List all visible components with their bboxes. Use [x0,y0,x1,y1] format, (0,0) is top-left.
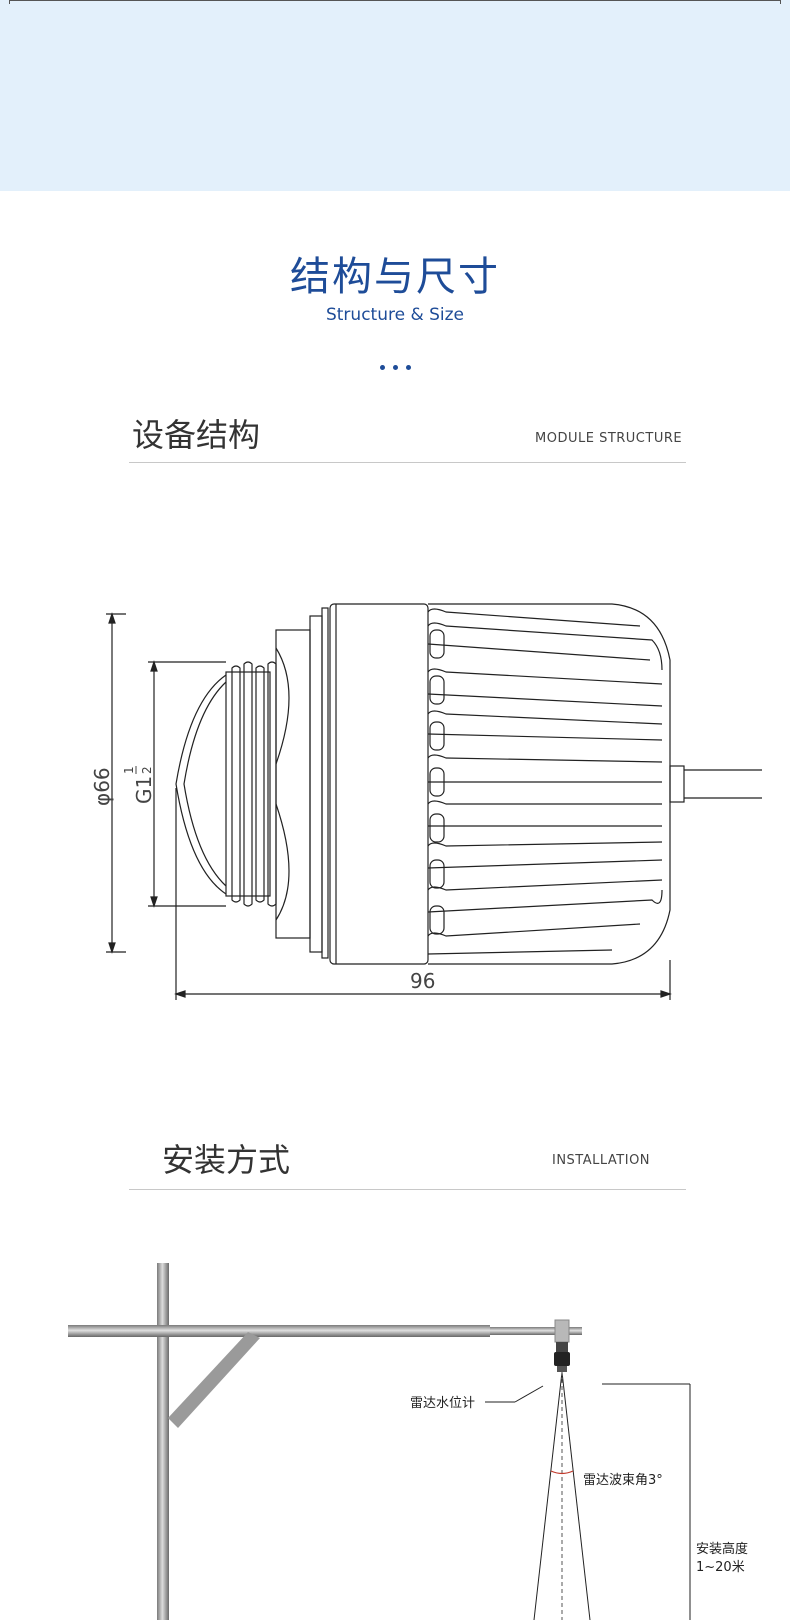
page-subtitle: Structure & Size [325,305,465,325]
length-dimension-label: 96 [410,969,435,993]
thread-fraction-bottom: 2 [140,766,154,774]
dot [405,365,411,370]
thread-dimension-label: G1 [132,776,156,804]
diameter-dimension-label: φ66 [90,767,114,806]
page-title: 结构与尺寸 [290,254,500,300]
module-structure-drawing: φ66 G1 1 2 96 [90,603,762,1000]
module-section-en-label: MODULE STRUCTURE [535,431,683,446]
height-label-line2: 1~20米 [696,1560,745,1575]
top-divider-left-tick [9,0,10,4]
install-section-title: 安装方式 [162,1141,291,1179]
top-banner [0,0,790,191]
title-dots [0,355,790,374]
install-section-rule [129,1189,686,1190]
height-label-line1: 安装高度 [696,1541,748,1557]
device-label: 雷达水位计 [410,1396,475,1411]
top-divider [10,0,780,1]
module-section-title: 设备结构 [132,416,261,454]
beam-angle-label: 雷达波束角3° [583,1473,663,1488]
dot [392,365,398,370]
module-section-rule [129,462,686,463]
installation-diagram: 雷达水位计 雷达波束角3° 安装高度 1~20米 [68,1263,748,1620]
thread-fraction-top: 1 [122,766,136,774]
top-divider-right-tick [780,0,781,4]
dot [379,365,385,370]
install-section-en-label: INSTALLATION [552,1153,651,1168]
